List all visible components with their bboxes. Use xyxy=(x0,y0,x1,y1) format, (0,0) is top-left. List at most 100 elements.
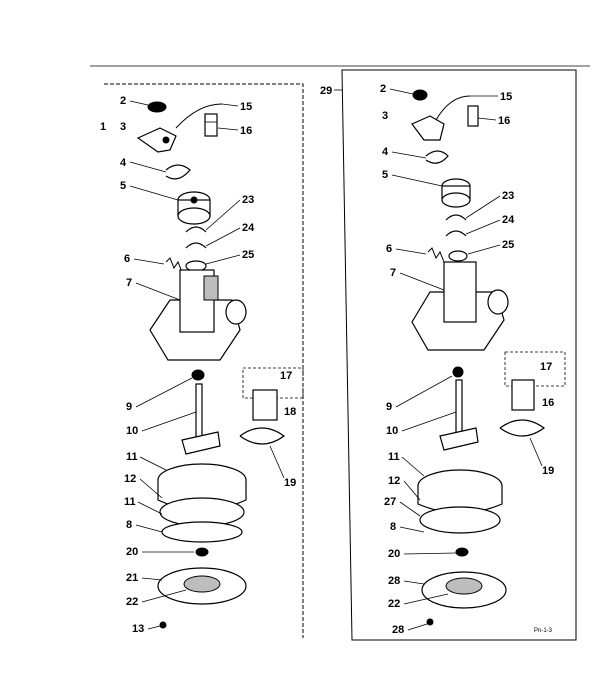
leader-r-11 xyxy=(401,456,425,477)
callout-r-24: 24 xyxy=(502,214,515,226)
callout-l-10: 10 xyxy=(126,425,138,437)
callout-l-18: 18 xyxy=(284,406,296,418)
callout-r-4: 4 xyxy=(382,146,389,158)
leader-r-28a xyxy=(403,580,425,585)
part-r-6-spring xyxy=(427,247,445,263)
callout-r-16: 16 xyxy=(498,115,510,127)
part-r-19-coupler xyxy=(499,419,546,437)
callout-l-3: 3 xyxy=(120,121,126,133)
leader-l-9 xyxy=(135,377,193,408)
part-10-shaft xyxy=(195,383,203,445)
part-15-wire xyxy=(175,103,223,129)
part-7-outlet xyxy=(225,299,247,325)
callout-l-24: 24 xyxy=(242,222,255,234)
leader-l-21 xyxy=(141,577,163,581)
callout-l-23: 23 xyxy=(242,194,254,206)
part-r-16b-bracket xyxy=(511,379,535,411)
callout-l-2: 2 xyxy=(120,95,126,107)
leader-r-5 xyxy=(391,174,443,187)
part-22-impeller xyxy=(183,575,221,593)
part-r-9-nut xyxy=(452,366,464,378)
callout-r-19: 19 xyxy=(542,465,554,477)
callout-l-6: 6 xyxy=(124,253,130,265)
callout-l-20: 20 xyxy=(126,546,138,558)
footer-code: Pn-1-3 xyxy=(534,628,553,634)
part-3-hole xyxy=(162,136,170,144)
right-panel-frame xyxy=(341,69,577,641)
left-callouts: 2 3 4 5 6 7 9 10 11 12 11 8 20 21 xyxy=(120,95,296,635)
leader-r-20 xyxy=(403,552,457,555)
part-23-ring xyxy=(185,226,207,233)
leader-r-10 xyxy=(401,411,457,432)
leader-r-12 xyxy=(403,480,421,501)
part-r-10-shaft xyxy=(455,379,463,439)
leader-l-15 xyxy=(221,103,239,107)
leader-r-23 xyxy=(465,195,501,219)
part-10-agitator xyxy=(181,431,221,455)
part-r-16-plug xyxy=(467,105,479,127)
callout-r-10: 10 xyxy=(386,425,398,437)
part-18-bracket xyxy=(252,389,278,421)
right-callouts: 2 3 4 5 6 7 9 10 11 12 27 8 20 28 xyxy=(380,83,554,636)
callout-r-2: 2 xyxy=(380,83,386,95)
part-8-seal xyxy=(161,521,243,543)
part-r-24-ring xyxy=(445,230,467,237)
callout-l-22: 22 xyxy=(126,596,138,608)
callout-r-9: 9 xyxy=(386,401,392,413)
leader-l-23 xyxy=(205,199,241,231)
leader-l-11a xyxy=(139,456,167,471)
leader-l-22 xyxy=(141,589,187,603)
part-r-22-impeller xyxy=(445,577,483,595)
callout-r-16b: 16 xyxy=(542,397,554,409)
part-3-bracket xyxy=(136,127,177,153)
callout-l-4: 4 xyxy=(120,157,127,169)
callout-r-6: 6 xyxy=(386,243,392,255)
leader-l-6 xyxy=(133,258,165,265)
part-r-7-column xyxy=(443,261,477,323)
left-assembly-number: 1 xyxy=(100,121,106,133)
leader-l-4 xyxy=(129,161,167,173)
callout-l-12: 12 xyxy=(124,473,136,485)
leader-r-24 xyxy=(465,219,501,235)
callout-r-3: 3 xyxy=(382,110,388,122)
part-r-7-outlet xyxy=(487,289,509,315)
callout-r-23: 23 xyxy=(502,190,514,202)
leader-l-8 xyxy=(135,524,163,533)
callout-r-17: 17 xyxy=(540,361,552,373)
callout-r-20: 20 xyxy=(388,548,400,560)
right-assembly: 29 2 3 4 5 xyxy=(320,69,577,641)
callout-r-5: 5 xyxy=(382,169,388,181)
part-2-nut xyxy=(147,101,167,113)
part-7-shaft xyxy=(203,275,219,301)
leader-l-11b xyxy=(137,501,163,515)
leader-l-12 xyxy=(139,478,163,499)
leader-r-16 xyxy=(477,117,497,121)
part-5-bottom xyxy=(177,207,211,225)
part-r-20-washer xyxy=(455,547,469,557)
leader-l-16 xyxy=(217,127,239,131)
part-r-28-screw xyxy=(426,618,434,626)
callout-l-8: 8 xyxy=(126,519,132,531)
leader-l-24 xyxy=(205,227,241,247)
part-r-23-ring xyxy=(445,214,467,221)
callout-l-21: 21 xyxy=(126,572,138,584)
leader-r-19 xyxy=(529,437,543,467)
callout-r-27: 27 xyxy=(384,496,396,508)
left-panel-frame xyxy=(104,83,304,638)
leader-l-5 xyxy=(129,185,179,201)
leader-r-6 xyxy=(395,248,427,255)
callout-l-25: 25 xyxy=(242,249,254,261)
part-16-plug xyxy=(204,113,218,137)
part-19-coupler xyxy=(239,427,286,445)
part-r-5-bottom xyxy=(441,192,471,208)
leader-l-7 xyxy=(135,282,181,301)
callout-l-13: 13 xyxy=(132,623,144,635)
leader-r-25 xyxy=(467,244,501,255)
part-13-screw xyxy=(159,621,167,629)
callout-r-15: 15 xyxy=(500,91,512,103)
callout-l-5: 5 xyxy=(120,180,126,192)
callout-l-11b: 11 xyxy=(124,496,136,508)
callout-r-28a: 28 xyxy=(388,575,400,587)
part-6-spring xyxy=(165,257,183,273)
